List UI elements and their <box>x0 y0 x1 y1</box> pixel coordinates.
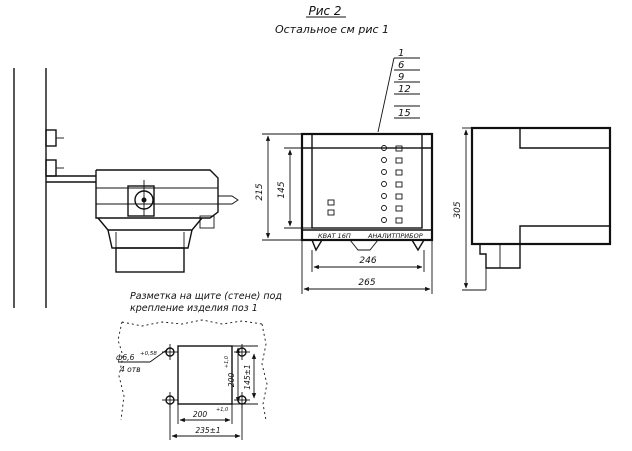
dim-vert-outer: 145±1 <box>243 364 252 389</box>
hole-diameter: ф6,6 <box>116 353 135 362</box>
callout-9: 9 <box>398 72 404 83</box>
figure-label: Рис 2 <box>308 4 341 18</box>
marking-caption-line1: Разметка на щите (стене) под <box>130 291 282 302</box>
dim-width-inner: 246 <box>359 256 376 266</box>
plate-label-left: КВАТ 16П <box>318 232 351 240</box>
figure-subtitle: Остальное см рис 1 <box>275 23 389 36</box>
panel-marking: Разметка на щите (стене) под крепление и… <box>116 291 282 440</box>
callout-15: 15 <box>398 108 411 119</box>
dim-horiz-inner: 200 <box>193 410 208 419</box>
callout-6: 6 <box>398 60 404 71</box>
front-view: КВАТ 16П АНАЛИТПРИБОР 1 6 9 12 15 215 14… <box>255 48 434 294</box>
hole-count: 4 отв <box>120 365 141 374</box>
marking-caption-line2: крепление изделия поз 1 <box>130 303 258 314</box>
dim-vert-inner-tol: +1,0 <box>224 356 230 368</box>
mounting-side-view <box>13 68 239 308</box>
hole-tolerance: +0,58 <box>140 351 157 357</box>
plate-label-right: АНАЛИТПРИБОР <box>367 232 423 240</box>
dim-width-outer: 265 <box>358 278 375 288</box>
side-view: 305 <box>453 126 612 291</box>
dim-vert-inner: 200 <box>227 373 236 388</box>
dim-horiz-inner-tol: +1,0 <box>216 407 228 413</box>
callout-12: 12 <box>398 84 411 95</box>
dim-height-inner: 145 <box>277 181 287 198</box>
callout-1: 1 <box>398 48 404 59</box>
dim-horiz-outer: 235±1 <box>195 426 220 435</box>
dim-height-outer: 215 <box>255 183 265 200</box>
mounting-holes <box>162 344 250 408</box>
dim-depth: 305 <box>453 201 463 218</box>
indicator-lights <box>327 145 403 224</box>
